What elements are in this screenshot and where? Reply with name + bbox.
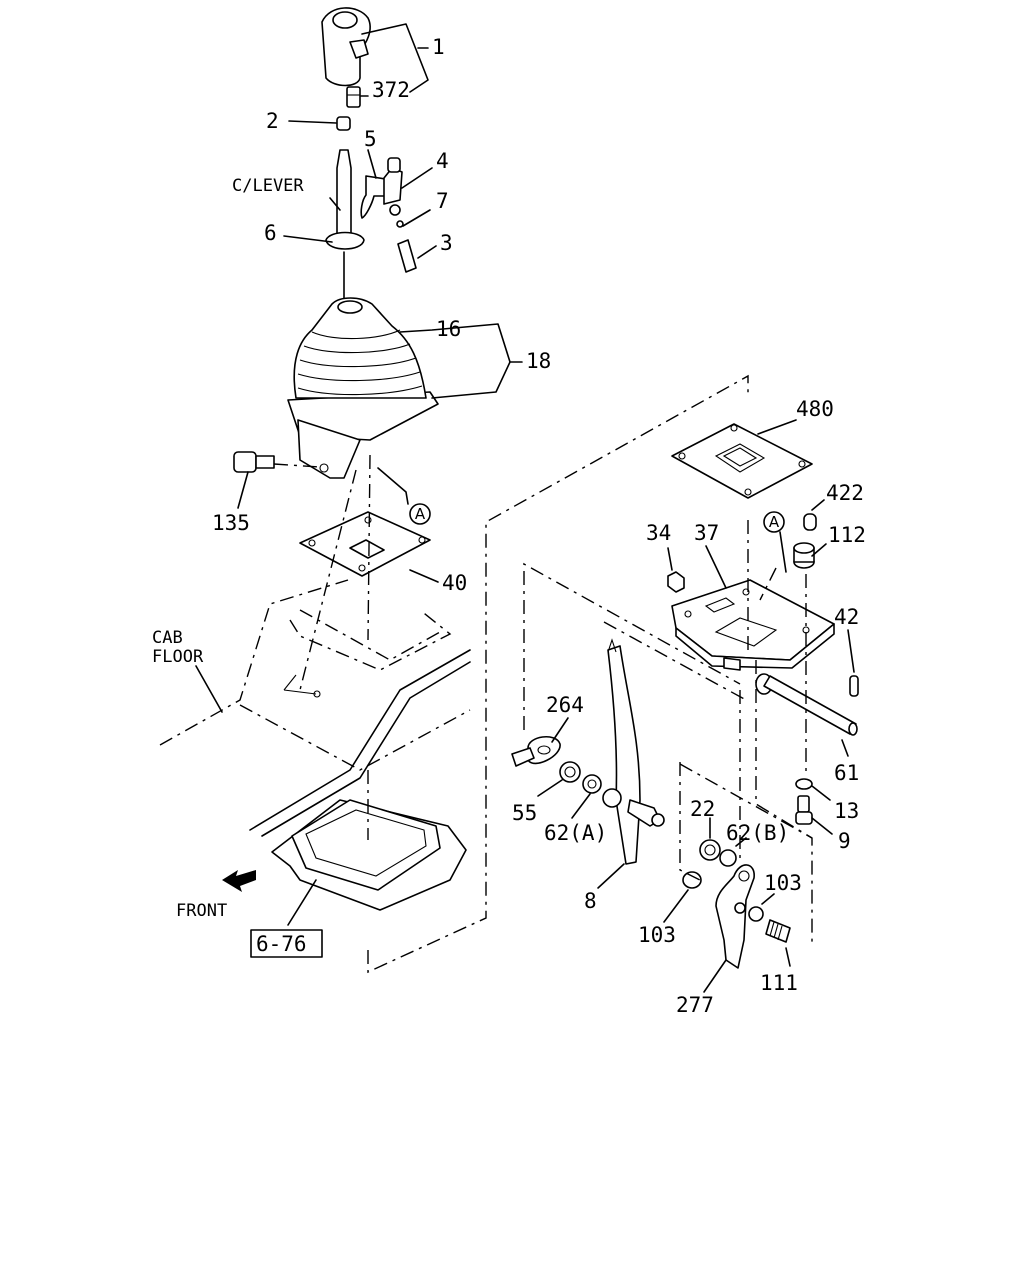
shaft-61 — [763, 675, 858, 736]
label-6: 6 — [264, 221, 277, 245]
label-3: 3 — [440, 231, 453, 255]
bolt-9 — [795, 795, 813, 825]
leader-lines — [195, 23, 855, 993]
label-cab: CAB — [152, 628, 183, 648]
label-8: 8 — [584, 889, 597, 913]
bracket-5 — [360, 157, 417, 273]
bolt-135 — [233, 451, 321, 473]
shift-boot — [287, 297, 439, 479]
marker-a-right-text: A — [769, 513, 780, 531]
bracket-37 — [671, 579, 835, 695]
label-2: 2 — [266, 109, 279, 133]
label-40: 40 — [442, 571, 467, 595]
label-422: 422 — [826, 481, 864, 505]
lever-277 — [715, 864, 755, 969]
label-34: 34 — [646, 521, 671, 545]
bushing-62a — [582, 774, 602, 794]
cap-422 — [803, 513, 817, 531]
lever-8 — [602, 638, 665, 865]
bushing-103-right — [748, 906, 764, 922]
label-18: 18 — [526, 349, 551, 373]
label-13: 13 — [834, 799, 859, 823]
label-372: 372 — [372, 78, 410, 102]
plate-40 — [299, 511, 431, 577]
label-5: 5 — [364, 127, 377, 151]
label-55: 55 — [512, 801, 537, 825]
label-135: 135 — [212, 511, 250, 535]
label-42: 42 — [834, 605, 859, 629]
part-labels: 1 372 2 5 4 C/LEVER 7 6 3 16 18 135 40 C… — [152, 35, 866, 1017]
bushing-55 — [559, 761, 581, 783]
label-62b: 62(B) — [726, 821, 789, 845]
nut-34 — [667, 571, 685, 593]
pin-42 — [849, 675, 859, 697]
shift-knob — [321, 7, 371, 87]
nut-2 — [336, 116, 351, 131]
bushing-62b — [719, 849, 737, 867]
marker-a-left-text: A — [415, 505, 426, 523]
label-16: 16 — [436, 317, 461, 341]
label-277: 277 — [676, 993, 714, 1017]
label-103-left: 103 — [638, 923, 676, 947]
label-floor: FLOOR — [152, 647, 204, 667]
washer-13 — [795, 778, 813, 790]
label-480: 480 — [796, 397, 834, 421]
label-22: 22 — [690, 797, 715, 821]
label-62a: 62(A) — [544, 821, 607, 845]
marker-a-right: A — [763, 511, 785, 533]
front-arrow-icon — [222, 870, 256, 892]
label-264: 264 — [546, 693, 584, 717]
label-1: 1 — [432, 35, 445, 59]
marker-a-left: A — [409, 503, 431, 525]
label-112: 112 — [828, 523, 866, 547]
cab-floor — [159, 454, 471, 911]
reference-box — [250, 929, 323, 958]
label-ref-6-76: 6-76 — [256, 932, 307, 956]
label-front: FRONT — [176, 901, 227, 921]
grommet-112 — [793, 542, 815, 569]
plate-480 — [671, 423, 813, 499]
label-9: 9 — [838, 829, 851, 853]
label-103-right: 103 — [764, 871, 802, 895]
label-c-lever: C/LEVER — [232, 176, 304, 196]
control-lever — [325, 149, 365, 301]
label-7: 7 — [436, 189, 449, 213]
dashed-guides — [523, 520, 813, 944]
bushing-103-left — [682, 871, 702, 889]
label-4: 4 — [436, 149, 449, 173]
label-61: 61 — [834, 761, 859, 785]
part-264 — [511, 736, 561, 767]
label-37: 37 — [694, 521, 719, 545]
label-111: 111 — [760, 971, 798, 995]
spring-111 — [765, 919, 791, 943]
bushing-22 — [699, 839, 721, 861]
screw-372 — [346, 86, 361, 108]
